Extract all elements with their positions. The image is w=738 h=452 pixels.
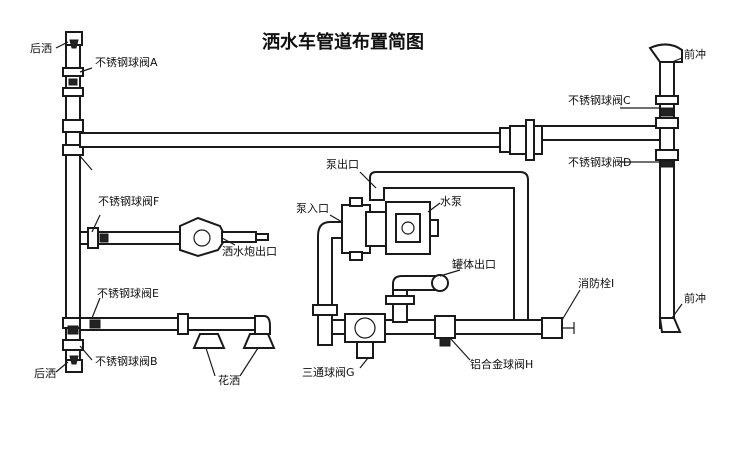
label-rear-spray-bottom: 后洒 <box>34 367 56 380</box>
valve-a <box>62 67 84 156</box>
bottom-pipe <box>331 313 575 359</box>
label-valve-c: 不锈钢球阀C <box>568 93 631 107</box>
right-front-pipe <box>648 43 683 333</box>
label-valve-b: 不锈钢球阀B <box>95 354 158 368</box>
label-cannon-outlet: 洒水炮出口 <box>222 244 277 258</box>
flower-spray-branch <box>79 313 276 349</box>
label-valve-a: 不锈钢球阀A <box>95 55 158 69</box>
label-pump-outlet: 泵出口 <box>326 157 359 171</box>
label-hydrant: 消防栓I <box>578 276 614 290</box>
label-tank-outlet: 罐体出口 <box>452 257 496 271</box>
tank-outlet-pipe <box>385 274 449 323</box>
pump-inlet-pipe <box>312 221 343 346</box>
label-valve-h: 铝合金球阀H <box>470 357 533 371</box>
label-flower-spray: 花洒 <box>218 374 240 387</box>
label-valve-d: 不锈钢球阀D <box>568 155 631 169</box>
leader-lines <box>55 41 683 377</box>
label-valve-g: 三通球阀G <box>302 365 355 379</box>
diagram-title: 洒水车管道布置简图 <box>262 31 424 53</box>
water-pump <box>341 197 439 261</box>
label-front-flush-bottom: 前冲 <box>684 291 706 305</box>
label-pump-inlet: 泵入口 <box>296 202 329 215</box>
label-rear-spray-top: 后洒 <box>30 42 52 55</box>
label-front-flush-top: 前冲 <box>684 47 706 61</box>
cannon-outlet-branch <box>79 216 269 258</box>
top-header-pipe <box>79 119 663 161</box>
label-valve-f: 不锈钢球阀F <box>98 194 159 208</box>
label-water-pump: 水泵 <box>440 195 462 208</box>
label-valve-e: 不锈钢球阀E <box>97 286 159 300</box>
